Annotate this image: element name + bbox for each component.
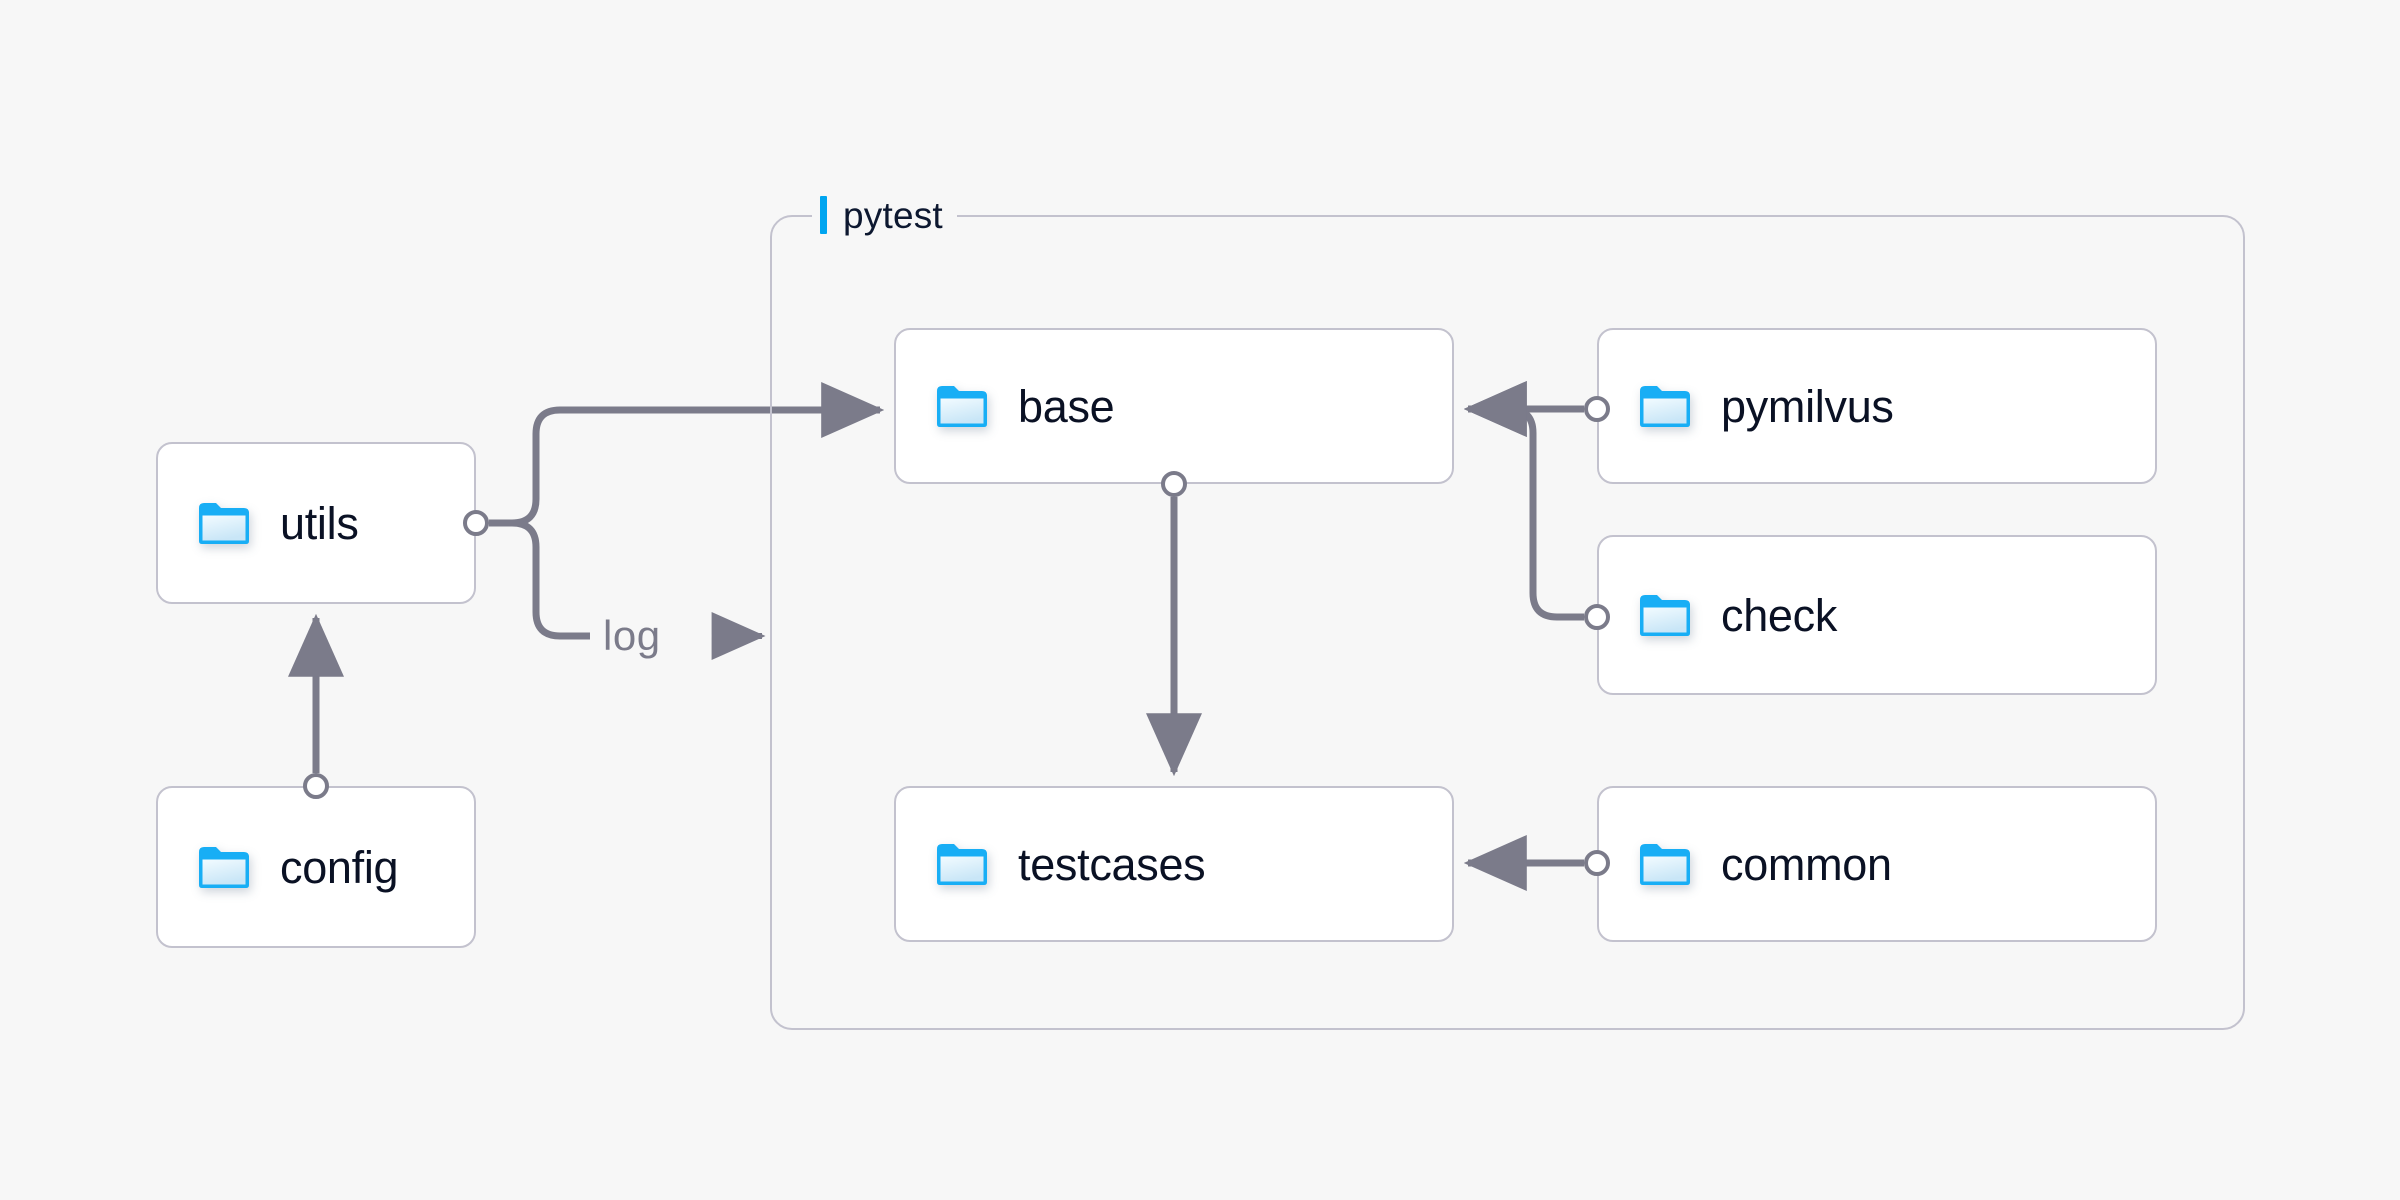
node-label-base: base [1018, 380, 1115, 432]
node-config[interactable]: config [156, 786, 476, 948]
folder-icon [1637, 840, 1693, 888]
node-label-check: check [1721, 589, 1838, 641]
port-common-left[interactable] [1584, 850, 1610, 876]
folder-icon [196, 843, 252, 891]
group-accent-bar-icon [820, 196, 827, 234]
group-container-pytest[interactable] [770, 215, 2245, 1030]
folder-icon [196, 499, 252, 547]
group-label-text: pytest [843, 194, 943, 236]
port-pymilvus-left[interactable] [1584, 396, 1610, 422]
port-utils-right[interactable] [463, 510, 489, 536]
group-label-pytest[interactable]: pytest [812, 192, 957, 238]
node-label-config: config [280, 841, 399, 893]
node-common[interactable]: common [1597, 786, 2157, 942]
folder-icon [934, 382, 990, 430]
port-base-bottom[interactable] [1161, 471, 1187, 497]
node-utils[interactable]: utils [156, 442, 476, 604]
edge-label-log: log [603, 612, 661, 659]
node-testcases[interactable]: testcases [894, 786, 1454, 942]
folder-icon [1637, 591, 1693, 639]
port-config-top[interactable] [303, 773, 329, 799]
node-label-utils: utils [280, 497, 359, 549]
node-base[interactable]: base [894, 328, 1454, 484]
node-check[interactable]: check [1597, 535, 2157, 695]
edge-utils-log [489, 519, 590, 640]
folder-icon [934, 840, 990, 888]
node-label-testcases: testcases [1018, 838, 1206, 890]
port-check-left[interactable] [1584, 604, 1610, 630]
folder-icon [1637, 382, 1693, 430]
node-label-pymilvus: pymilvus [1721, 380, 1894, 432]
node-label-common: common [1721, 838, 1892, 890]
node-pymilvus[interactable]: pymilvus [1597, 328, 2157, 484]
